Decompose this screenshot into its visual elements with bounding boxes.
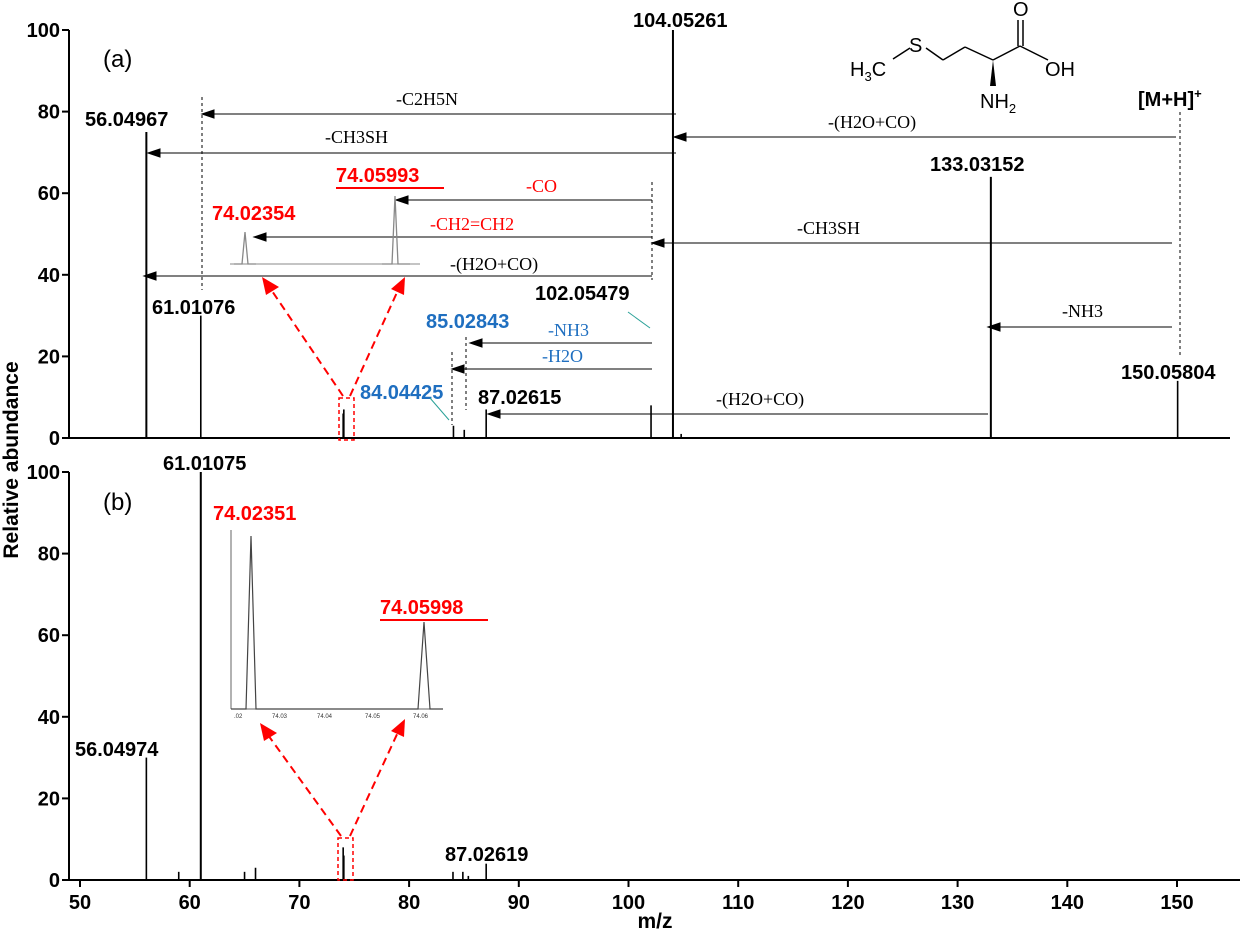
- zoom-arrow: [349, 729, 400, 837]
- x-tick-label: 70: [288, 892, 310, 914]
- panel-a-label: (a): [103, 46, 132, 73]
- y-tick-label: 80: [38, 102, 60, 124]
- peak-label: 104.05261: [633, 10, 728, 32]
- peak-label: 84.04425: [360, 382, 443, 404]
- y-tick-label: 60: [38, 183, 60, 205]
- fragment-label: -(H2O+CO): [828, 112, 916, 133]
- structure-oh: OH: [1045, 59, 1075, 81]
- peak-label: 56.04974: [75, 739, 159, 761]
- structure-s: S: [909, 35, 922, 57]
- x-tick-label: 80: [398, 892, 420, 914]
- zoom-arrow: [349, 287, 400, 397]
- panel-a: 0 20 40 60 80 100 (a) 56.04967 61.01076 104.0…: [27, 0, 1230, 450]
- structure-h3c: H3C: [850, 59, 886, 84]
- x-axis-title: m/z: [637, 910, 672, 933]
- panel-a-y-ticks: 0 20 40 60 80 100: [27, 20, 69, 450]
- y-tick-label: 0: [49, 428, 60, 450]
- y-tick-label: 100: [27, 20, 60, 42]
- zoom-arrowhead: [260, 723, 277, 741]
- leader-line: [627, 311, 651, 329]
- peak-label: 85.02843: [426, 311, 509, 333]
- fragment-label: -CH2=CH2: [430, 214, 514, 234]
- x-tick-label: 150: [1160, 892, 1193, 914]
- structure-sub3: 3: [864, 69, 871, 84]
- y-tick-label: 0: [49, 870, 60, 892]
- peak-label: 87.02619: [445, 844, 528, 866]
- inset-tick: 74.06: [413, 714, 429, 720]
- fragment-label: -(H2O+CO): [716, 389, 804, 410]
- y-tick-label: 100: [27, 462, 60, 484]
- zoom-arrowhead: [262, 277, 279, 295]
- peak-label: 102.05479: [535, 283, 630, 305]
- peak-label: 150.05804: [1121, 362, 1216, 384]
- x-tick-label: 60: [179, 892, 201, 914]
- y-axis-title: Relative abundance: [0, 361, 23, 558]
- y-tick-label: 40: [38, 265, 60, 287]
- peak-label: 74.05998: [380, 597, 463, 619]
- fragment-label: -(H2O+CO): [450, 254, 538, 275]
- x-tick-label: 130: [941, 892, 974, 914]
- y-tick-label: 20: [38, 346, 60, 368]
- fragment-label: -NH3: [1062, 301, 1103, 321]
- structure-nh: NH: [980, 91, 1009, 113]
- fragment-label: -H2O: [542, 346, 583, 366]
- structure-sub2: 2: [1009, 101, 1016, 116]
- panel-b-inset: .02 74.03 74.04 74.05 74.06: [230, 530, 443, 720]
- structure-h: H: [850, 59, 864, 81]
- zoom-box: [337, 837, 354, 881]
- panel-b-y-ticks: 0 20 40 60 80 100: [27, 462, 69, 892]
- fragment-label: -NH3: [548, 320, 589, 340]
- peak-label: 133.03152: [930, 154, 1025, 176]
- methionine-structure: O S H3C OH NH2: [850, 0, 1075, 116]
- peak-label: 74.02351: [213, 503, 296, 525]
- peak-label: 61.01075: [163, 453, 246, 475]
- y-tick-label: 60: [38, 625, 60, 647]
- inset-tick: 74.04: [317, 714, 333, 720]
- fragment-label: -CH3SH: [797, 218, 860, 238]
- x-tick-label: 140: [1051, 892, 1084, 914]
- precursor-ion-label: [M+H]+: [1138, 86, 1202, 111]
- x-tick-label: 100: [612, 892, 645, 914]
- guide-lines: [201, 97, 1181, 425]
- y-tick-label: 20: [38, 788, 60, 810]
- y-tick-label: 40: [38, 707, 60, 729]
- zoom-arrowhead: [391, 719, 405, 737]
- zoom-arrowhead: [391, 277, 405, 295]
- x-tick-label: 120: [831, 892, 864, 914]
- inset-tick: 74.05: [365, 714, 381, 720]
- structure-nh2: NH2: [980, 91, 1016, 116]
- precursor-ion-charge: +: [1194, 86, 1202, 101]
- fragmentation-arrows: [142, 109, 1176, 419]
- fragment-label: -CO: [526, 176, 557, 196]
- panel-a-inset: [230, 195, 420, 265]
- x-tick-label: 50: [69, 892, 91, 914]
- panel-b: 0 20 40 60 80 100 50 60 70 80 90 100 110 120 130 140 15…: [27, 453, 1240, 933]
- panel-a-peaks: [145, 30, 1179, 438]
- y-tick-label: 80: [38, 544, 60, 566]
- fragment-label: -CH3SH: [325, 127, 388, 147]
- panel-b-label: (b): [103, 489, 132, 516]
- leader-line: [429, 397, 450, 421]
- precursor-ion-text: [M+H]: [1138, 89, 1194, 111]
- structure-c: C: [872, 59, 886, 81]
- structure-o: O: [1013, 0, 1029, 21]
- zoom-arrow: [267, 734, 342, 837]
- peak-label: 87.02615: [478, 387, 561, 409]
- peak-label: 56.04967: [85, 109, 168, 131]
- zoom-arrow: [269, 287, 344, 397]
- panel-b-peaks: [145, 472, 487, 880]
- peak-label: 74.05993: [336, 165, 419, 187]
- peak-label: 74.02354: [212, 203, 296, 225]
- x-tick-label: 90: [508, 892, 530, 914]
- panel-b-x-ticks: 50 60 70 80 90 100 110 120 130 140 150: [69, 880, 1194, 914]
- inset-tick: 74.03: [272, 714, 288, 720]
- peak-label: 61.01076: [152, 297, 235, 319]
- inset-tick: .02: [234, 714, 243, 720]
- fragment-label: -C2H5N: [396, 89, 458, 109]
- zoom-box: [338, 397, 355, 441]
- x-tick-label: 110: [722, 892, 754, 914]
